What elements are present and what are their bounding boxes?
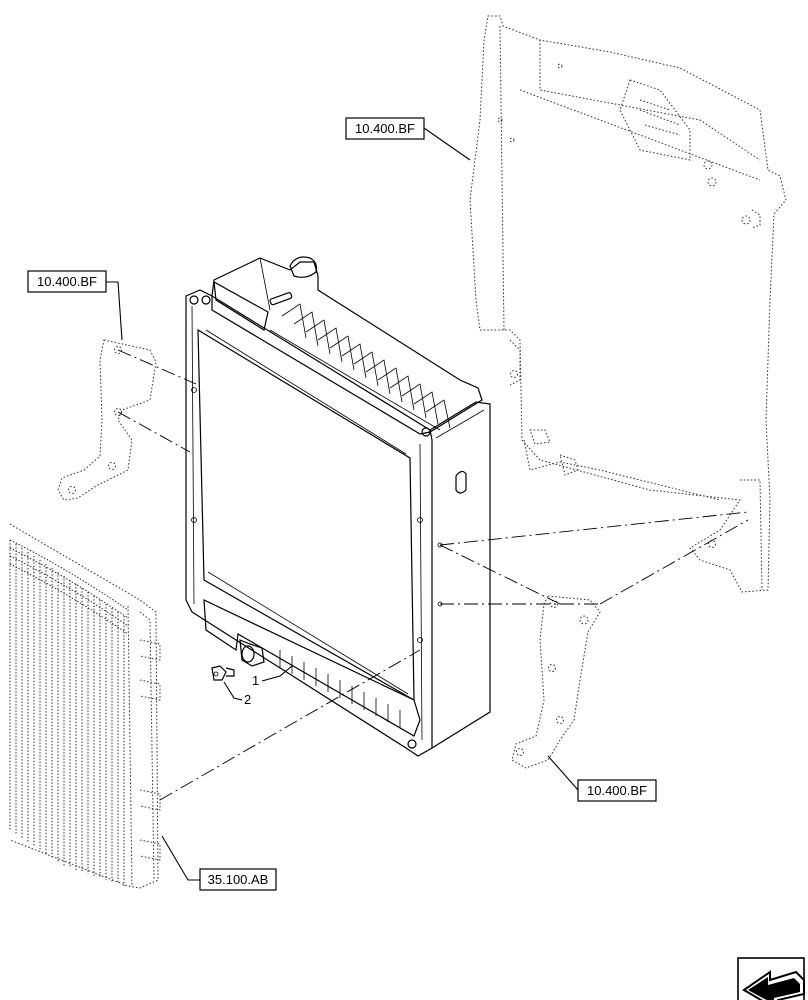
bottom-tank-ribs	[279, 650, 401, 728]
ref-label-bottom-left-text: 35.100.AB	[208, 872, 269, 887]
left-bracket	[57, 339, 157, 501]
condenser	[9, 523, 161, 889]
ref-label-left[interactable]: 10.400.BF	[27, 270, 123, 341]
ref-label-left-text: 10.400.BF	[37, 274, 97, 289]
condenser-fins	[9, 539, 129, 886]
right-bracket	[511, 595, 601, 769]
item-number-2: 2	[244, 692, 251, 707]
drain-valve	[211, 665, 235, 681]
ref-label-top-right-text: 10.400.BF	[355, 121, 415, 136]
radiator	[185, 256, 491, 757]
fan-shroud	[469, 15, 787, 593]
center-lines	[117, 349, 749, 801]
ref-label-bottom-right-text: 10.400.BF	[587, 783, 647, 798]
item-callout-2[interactable]: 2	[223, 681, 251, 707]
item-callout-1[interactable]: 1	[252, 665, 293, 688]
ref-label-top-right[interactable]: 10.400.BF	[345, 117, 471, 161]
back-arrow-icon[interactable]	[737, 957, 805, 1000]
ref-label-bottom-left[interactable]: 35.100.AB	[161, 835, 277, 891]
top-tank-ribs	[269, 303, 451, 431]
item-number-1: 1	[252, 673, 259, 688]
ref-label-bottom-right[interactable]: 10.400.BF	[547, 755, 657, 802]
